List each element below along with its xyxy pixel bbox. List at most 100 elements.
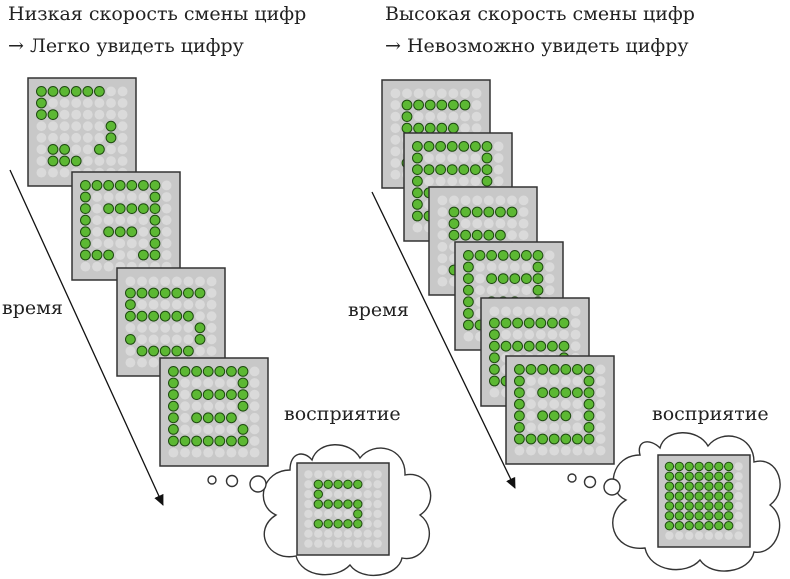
lit-dot: [424, 122, 436, 134]
lit-dot: [460, 206, 472, 218]
unlit-dot: [495, 195, 506, 206]
lit-dot: [572, 364, 583, 375]
lit-dot: [514, 364, 525, 375]
unlit-dot: [304, 490, 313, 499]
lit-dot: [168, 412, 179, 424]
lit-dot: [664, 501, 675, 511]
unlit-dot: [103, 238, 114, 249]
left-panel-4-frame: [159, 357, 269, 467]
unlit-dot: [475, 262, 485, 272]
unlit-dot: [390, 146, 401, 157]
left-panel-2: [71, 171, 181, 281]
lit-dot: [724, 491, 734, 501]
lit-dot: [149, 203, 161, 215]
unlit-dot: [535, 329, 546, 340]
unlit-dot: [94, 109, 105, 120]
unlit-dot: [195, 299, 205, 310]
unlit-dot: [333, 470, 343, 479]
lit-dot: [463, 308, 474, 319]
unlit-dot: [595, 445, 606, 456]
lit-dot: [343, 519, 353, 529]
lit-dot: [202, 412, 214, 424]
unlit-dot: [94, 121, 105, 132]
unlit-dot: [206, 346, 217, 356]
unlit-dot: [475, 285, 485, 296]
unlit-dot: [82, 98, 93, 108]
lit-dot: [353, 509, 363, 519]
lit-dot: [183, 345, 194, 357]
lit-dot: [664, 471, 675, 481]
unlit-dot: [343, 470, 353, 479]
lit-dot: [471, 229, 483, 241]
lit-dot: [506, 206, 518, 218]
unlit-dot: [734, 472, 743, 481]
unlit-dot: [103, 215, 114, 226]
lit-dot: [558, 317, 570, 329]
unlit-dot: [537, 445, 548, 456]
unlit-dot: [570, 329, 581, 340]
lit-dot: [94, 144, 105, 155]
lit-dot: [583, 398, 595, 410]
lit-dot: [194, 287, 206, 299]
lit-dot: [512, 340, 523, 352]
unlit-dot: [544, 262, 555, 272]
lit-dot: [47, 109, 59, 120]
lit-dot: [179, 435, 191, 447]
unlit-dot: [373, 499, 382, 509]
lit-dot: [126, 226, 138, 238]
lit-dot: [80, 226, 91, 238]
lit-dot: [724, 481, 734, 491]
lit-dot: [191, 389, 203, 401]
unlit-dot: [126, 238, 137, 249]
lit-dot: [448, 206, 460, 218]
lit-dot: [149, 191, 161, 203]
lit-dot: [674, 461, 684, 472]
lit-dot: [694, 521, 704, 531]
lit-dot: [489, 375, 500, 387]
unlit-dot: [36, 144, 47, 155]
lit-dot: [313, 479, 323, 489]
lit-dot: [148, 310, 160, 322]
unlit-dot: [304, 539, 313, 548]
lit-dot: [103, 249, 114, 261]
unlit-dot: [171, 322, 182, 333]
lit-dot: [436, 99, 448, 111]
lit-dot: [313, 499, 323, 509]
unlit-dot: [570, 306, 581, 317]
lit-dot: [523, 317, 535, 329]
lit-dot: [136, 310, 148, 322]
unlit-dot: [82, 132, 93, 143]
unlit-dot: [92, 238, 102, 249]
lit-dot: [509, 273, 521, 285]
unlit-dot: [734, 462, 743, 471]
lit-dot: [489, 329, 500, 341]
unlit-dot: [437, 230, 448, 241]
unlit-dot: [734, 482, 743, 491]
lit-dot: [413, 122, 425, 134]
lit-dot: [323, 499, 333, 509]
unlit-dot: [126, 192, 137, 202]
unlit-dot: [495, 218, 506, 229]
unlit-dot: [475, 273, 485, 284]
unlit-dot: [560, 399, 571, 410]
lit-dot: [423, 141, 435, 152]
unlit-dot: [333, 529, 343, 538]
unlit-dot: [137, 334, 147, 345]
lit-dot: [401, 111, 413, 122]
unlit-dot: [363, 470, 372, 479]
lit-dot: [684, 461, 694, 472]
unlit-dot: [544, 285, 555, 296]
unlit-dot: [675, 531, 684, 540]
lit-dot: [704, 471, 714, 481]
left-time-arrow: [9, 169, 164, 506]
unlit-dot: [471, 111, 482, 122]
lit-dot: [560, 433, 572, 445]
lit-dot: [59, 86, 70, 97]
lit-dot: [159, 345, 171, 357]
lit-dot: [448, 99, 459, 111]
unlit-dot: [435, 176, 446, 187]
left-percept-panel: [296, 462, 390, 556]
unlit-dot: [117, 86, 128, 97]
unlit-dot: [138, 192, 149, 202]
unlit-dot: [171, 299, 182, 310]
